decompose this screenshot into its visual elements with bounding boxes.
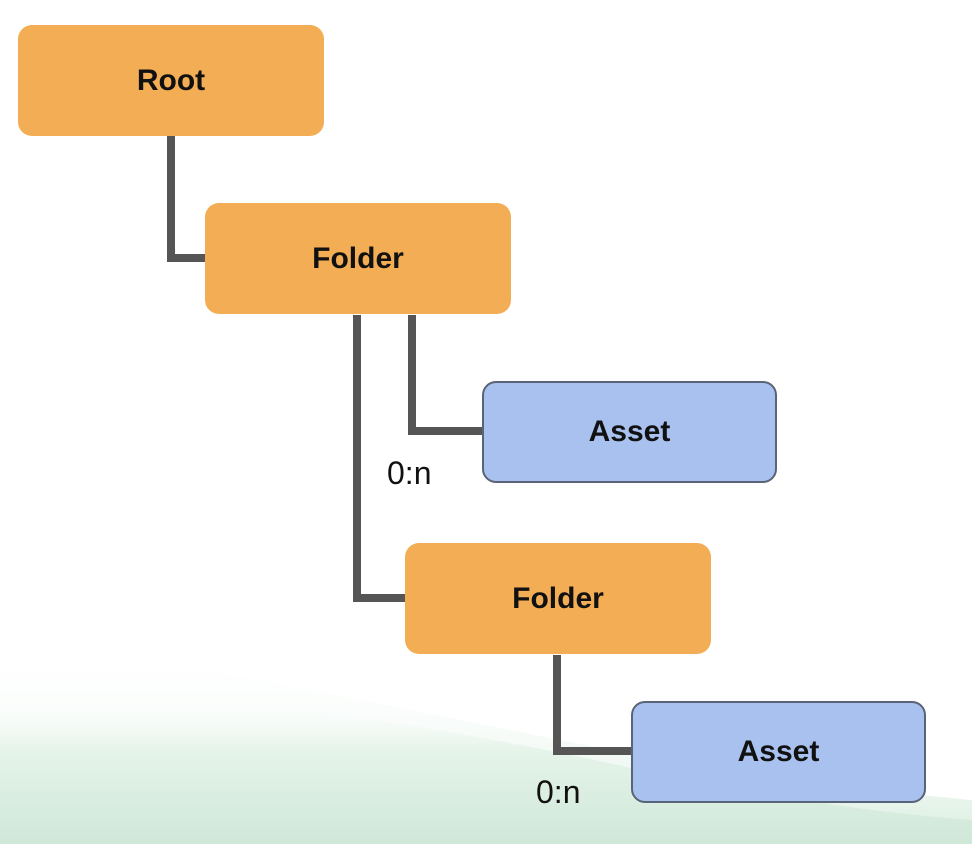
root-node[interactable]: Root bbox=[18, 25, 324, 136]
edge-folder-1-folder-2 bbox=[353, 315, 405, 602]
folder-node-1-label: Folder bbox=[312, 241, 404, 275]
folder-node-1[interactable]: Folder bbox=[205, 203, 511, 314]
edge-folder-2-asset-2 bbox=[553, 655, 633, 755]
folder-node-2-label: Folder bbox=[512, 581, 604, 615]
asset-node-2-label: Asset bbox=[737, 735, 820, 768]
asset-node-1[interactable]: Asset bbox=[482, 381, 777, 483]
root-node-label: Root bbox=[136, 63, 206, 97]
multiplicity-label-1: 0:n bbox=[387, 455, 432, 491]
folder-node-2[interactable]: Folder bbox=[405, 543, 711, 654]
edge-root-folder-1 bbox=[167, 136, 205, 262]
asset-node-1-label: Asset bbox=[588, 415, 671, 448]
edge-folder-1-asset-1 bbox=[408, 315, 484, 435]
multiplicity-label-2: 0:n bbox=[536, 774, 581, 810]
asset-node-2[interactable]: Asset bbox=[631, 701, 926, 803]
